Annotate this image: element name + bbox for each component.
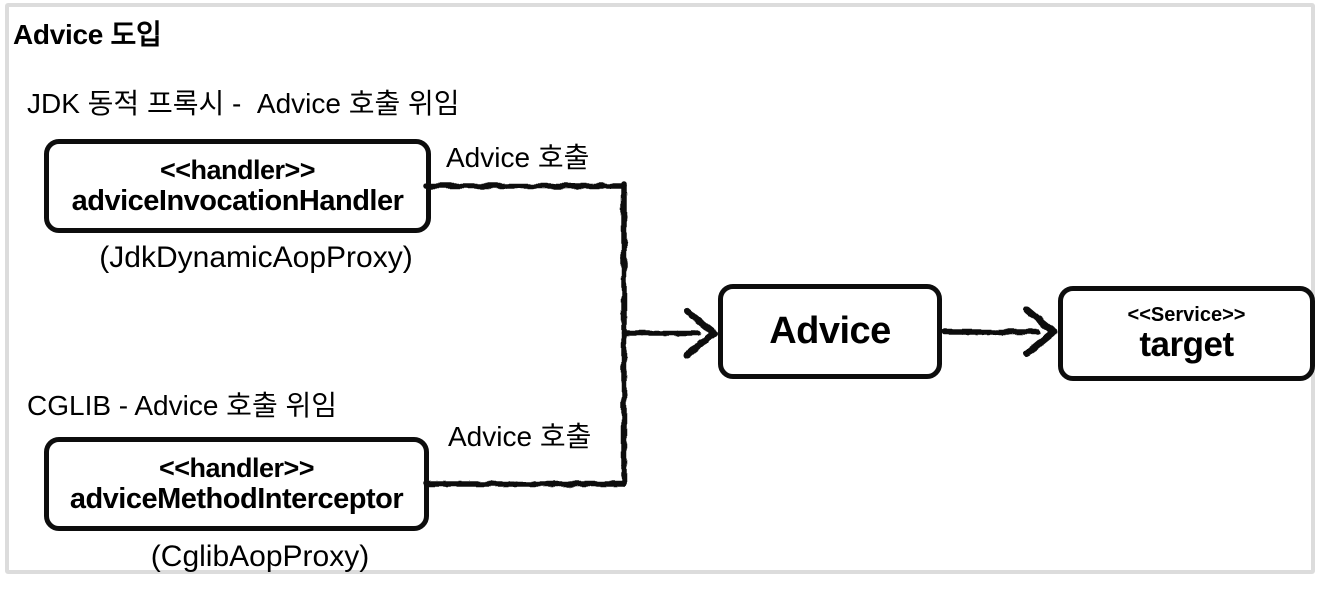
cglib-handler-stereotype: <<handler>>	[158, 452, 315, 483]
cglib-proxy-caption: (CglibAopProxy)	[150, 540, 370, 573]
target-service-node: <<Service>> target	[1058, 286, 1315, 381]
diagram-frame-border	[5, 3, 1315, 574]
cglib-handler-name: adviceMethodInterceptor	[69, 482, 404, 515]
cglib-advice-call-label: Advice 호출	[448, 421, 592, 452]
jdk-section-label: JDK 동적 프록시 - Advice 호출 위임	[27, 88, 460, 119]
cglib-handler-node: <<handler>> adviceMethodInterceptor	[44, 437, 429, 531]
jdk-handler-name: adviceInvocationHandler	[71, 184, 404, 217]
jdk-handler-stereotype: <<handler>>	[159, 154, 316, 185]
merge-to-advice-arrowhead-icon	[683, 307, 718, 359]
advice-node-name: Advice	[769, 309, 891, 352]
advice-to-target-arrowhead-icon	[1023, 306, 1058, 358]
advice-node: Advice	[718, 284, 942, 379]
target-service-name: target	[1139, 325, 1234, 365]
jdk-handler-node: <<handler>> adviceInvocationHandler	[44, 139, 431, 233]
jdk-advice-call-label: Advice 호출	[446, 142, 590, 173]
jdk-proxy-caption: (JdkDynamicAopProxy)	[99, 241, 413, 274]
target-service-stereotype: <<Service>>	[1127, 304, 1246, 327]
diagram-title: Advice 도입	[13, 19, 162, 50]
cglib-section-label: CGLIB - Advice 호출 위임	[27, 390, 338, 421]
